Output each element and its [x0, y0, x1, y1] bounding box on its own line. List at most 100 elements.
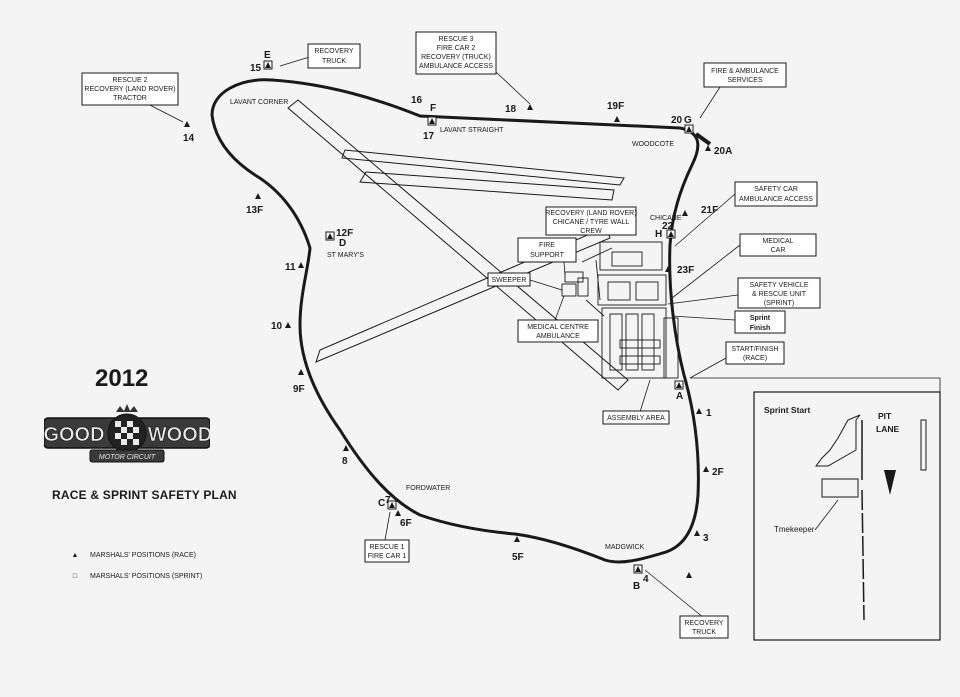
svg-text:SWEEPER: SWEEPER: [491, 277, 526, 284]
svg-text:(SPRINT): (SPRINT): [764, 300, 794, 307]
sprint-start-inset: Sprint Start PIT LANE Tmekeeper: [753, 391, 941, 641]
svg-text:17: 17: [423, 131, 435, 142]
svg-text:21F: 21F: [701, 205, 718, 216]
svg-text:18: 18: [505, 104, 517, 115]
svg-text:SAFETY CAR: SAFETY CAR: [754, 186, 798, 193]
svg-text:23F: 23F: [677, 265, 694, 276]
svg-text:E: E: [264, 50, 271, 61]
runway-3: [359, 171, 615, 201]
place-names: LAVANT CORNER LAVANT STRAIGHT WOODCOTE C…: [230, 99, 682, 551]
callout-lines: [139, 54, 941, 640]
runways: [287, 99, 629, 391]
taxiway: [341, 149, 625, 186]
svg-text:GOOD: GOOD: [44, 424, 105, 446]
box-rescue-3: RESCUE 3 FIRE CAR 2 RECOVERY (TRUCK) AMB…: [415, 31, 497, 75]
race-marshal-markers: [184, 104, 711, 578]
runway-2: [315, 226, 611, 363]
svg-text:12F: 12F: [336, 228, 353, 239]
box-medical-centre: MEDICAL CENTRE AMBULANCE: [517, 319, 599, 343]
place-madgwick: MADGWICK: [605, 544, 645, 551]
svg-text:19F: 19F: [607, 101, 624, 112]
box-recovery-truck-top: RECOVERY TRUCK: [307, 43, 361, 69]
svg-text:RECOVERY (LAND ROVER): RECOVERY (LAND ROVER): [84, 86, 175, 93]
plan-title: RACE & SPRINT SAFETY PLAN: [52, 488, 237, 502]
place-woodcote: WOODCOTE: [632, 141, 674, 148]
svg-text:RESCUE 2: RESCUE 2: [112, 77, 147, 84]
box-medical-car: MEDICAL CAR: [739, 233, 817, 257]
svg-text:& RESCUE UNIT: & RESCUE UNIT: [752, 291, 807, 298]
runway-1: [287, 99, 629, 391]
box-safety-car: SAFETY CAR AMBULANCE ACCESS: [734, 181, 818, 207]
svg-text:6F: 6F: [400, 518, 412, 529]
svg-text:WOOD: WOOD: [148, 424, 210, 446]
place-fordwater: FORDWATER: [406, 485, 450, 492]
year-heading: 2012: [95, 365, 149, 392]
svg-text:15: 15: [250, 63, 262, 74]
svg-text:ASSEMBLY AREA: ASSEMBLY AREA: [607, 415, 665, 422]
svg-text:2F: 2F: [712, 467, 724, 478]
svg-text:8: 8: [342, 456, 348, 467]
box-sweeper: SWEEPER: [487, 272, 531, 287]
place-lavant-corner: LAVANT CORNER: [230, 99, 288, 106]
box-recovery-truck-bottom: RECOVERY TRUCK: [679, 615, 729, 639]
legend-label-sprint: MARSHALS' POSITIONS (SPRINT): [90, 573, 203, 580]
svg-text:C: C: [378, 498, 385, 509]
svg-text:FIRE CAR 1: FIRE CAR 1: [368, 553, 407, 560]
svg-text:11: 11: [285, 262, 296, 273]
legend-label-race: MARSHALS' POSITIONS (RACE): [90, 552, 196, 559]
sprint-marshal-markers: [263, 60, 712, 574]
svg-text:RESCUE 1: RESCUE 1: [369, 544, 404, 551]
svg-text:FIRE & AMBULANCE: FIRE & AMBULANCE: [711, 68, 779, 75]
svg-text:RECOVERY: RECOVERY: [314, 48, 353, 55]
inset-timekeeper-label: Tmekeeper: [774, 525, 815, 534]
goodwood-logo: GOOD WOOD MOTOR CIRCUIT: [44, 404, 210, 463]
svg-text:TRACTOR: TRACTOR: [113, 95, 147, 102]
svg-text:RESCUE 3: RESCUE 3: [438, 36, 473, 43]
svg-text:10: 10: [271, 321, 283, 332]
svg-text:START/FINISH: START/FINISH: [731, 346, 778, 353]
svg-text:RECOVERY: RECOVERY: [684, 620, 723, 627]
inset-pit-label: PIT: [878, 411, 892, 421]
box-assembly-area: ASSEMBLY AREA: [602, 410, 670, 425]
svg-text:Finish: Finish: [750, 325, 771, 332]
post-numbers: 15 E 14 16 F 17 18 19F 20 G 20A 21F 22 H…: [183, 50, 732, 592]
box-rescue-2: RESCUE 2 RECOVERY (LAND ROVER) TRACTOR: [81, 72, 179, 106]
svg-text:5F: 5F: [512, 552, 524, 563]
inset-wall: [815, 414, 861, 467]
paddock-buildings: [561, 241, 679, 379]
box-recovery-land-rover: RECOVERY (LAND ROVER) CHICANE / TYRE WAL…: [545, 206, 637, 236]
svg-text:AMBULANCE ACCESS: AMBULANCE ACCESS: [419, 63, 493, 70]
place-lavant-straight: LAVANT STRAIGHT: [440, 127, 504, 134]
svg-text:FIRE: FIRE: [539, 242, 555, 249]
svg-text:22: 22: [662, 221, 674, 232]
svg-text:G: G: [684, 115, 692, 126]
circuit-track: [210, 78, 700, 564]
box-fire-ambulance: FIRE & AMBULANCE SERVICES: [703, 62, 787, 88]
svg-text:H: H: [655, 229, 662, 240]
svg-text:4: 4: [643, 574, 649, 585]
inset-title: Sprint Start: [764, 405, 810, 415]
svg-text:RECOVERY (TRUCK): RECOVERY (TRUCK): [421, 54, 491, 61]
svg-text:A: A: [676, 391, 683, 402]
svg-text:16: 16: [411, 95, 423, 106]
triangle-icon: ▲: [71, 552, 79, 559]
svg-text:20: 20: [671, 115, 683, 126]
svg-text:SAFETY VEHICLE: SAFETY VEHICLE: [749, 282, 808, 289]
legend-race: ▲ MARSHALS' POSITIONS (RACE): [70, 552, 196, 559]
svg-text:MEDICAL: MEDICAL: [762, 238, 793, 245]
inset-pit-wall: [920, 419, 927, 471]
place-st-marys: ST MARY'S: [327, 252, 364, 259]
svg-text:AMBULANCE ACCESS: AMBULANCE ACCESS: [739, 196, 813, 203]
inset-lane-label: LANE: [876, 424, 899, 434]
svg-text:SERVICES: SERVICES: [727, 77, 763, 84]
svg-text:RECOVERY (LAND ROVER): RECOVERY (LAND ROVER): [545, 210, 636, 217]
inset-direction-arrow: [884, 470, 896, 495]
svg-text:1: 1: [706, 408, 712, 419]
svg-text:CHICANE / TYRE WALL: CHICANE / TYRE WALL: [553, 219, 630, 226]
svg-text:D: D: [339, 238, 346, 249]
svg-text:B: B: [633, 581, 640, 592]
box-fire-support: FIRE SUPPORT: [517, 237, 577, 263]
svg-text:CAR: CAR: [771, 247, 786, 254]
svg-text:13F: 13F: [246, 205, 263, 216]
